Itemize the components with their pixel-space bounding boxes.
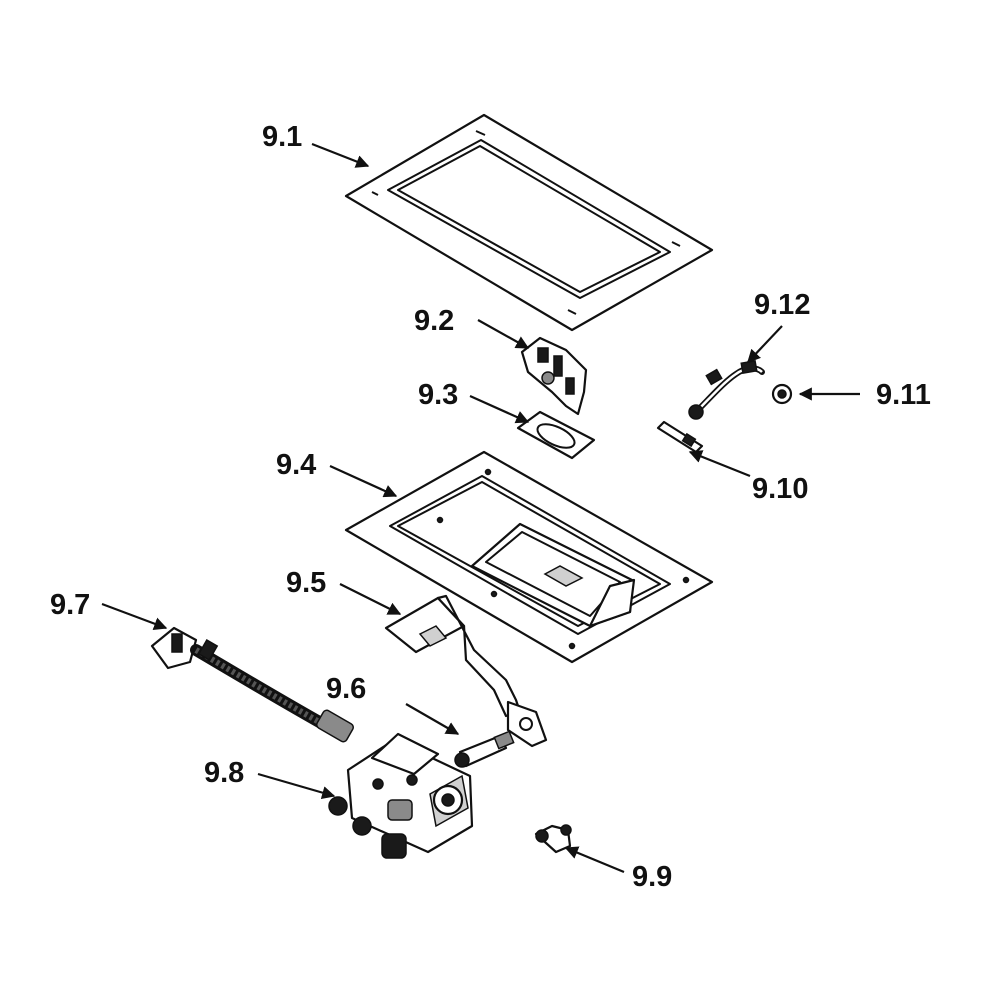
callout-9-11: 9.11 — [876, 379, 931, 411]
leader-9-8 — [257, 772, 336, 800]
leader-9-2 — [477, 319, 530, 349]
callout-9-5: 9.5 — [286, 567, 326, 599]
part-9-9-elbow — [534, 824, 572, 854]
part-9-2-pilot-assembly — [520, 336, 588, 416]
part-9-7-flex-line — [150, 626, 355, 743]
callout-9-8: 9.8 — [204, 757, 244, 789]
part-9-11-orifice — [771, 383, 793, 405]
part-9-8-gas-valve — [328, 732, 474, 859]
callout-labels: 9.1 9.2 9.3 9.4 9.5 9.6 9.7 9.8 9.9 9.10… — [50, 121, 931, 893]
leader-9-4 — [329, 464, 398, 498]
part-9-4-burner-plate — [344, 450, 714, 664]
callout-9-10: 9.10 — [752, 473, 808, 505]
callout-9-2: 9.2 — [414, 305, 454, 337]
part-9-6-fitting — [454, 730, 515, 768]
callout-9-1: 9.1 — [262, 121, 302, 153]
callout-9-4: 9.4 — [276, 449, 316, 481]
callout-9-7: 9.7 — [50, 589, 90, 621]
leader-9-10 — [688, 450, 751, 478]
callout-9-6: 9.6 — [326, 673, 366, 705]
part-9-10-igniter — [656, 420, 704, 454]
callout-9-9: 9.9 — [632, 861, 672, 893]
leader-9-3 — [469, 394, 530, 424]
part-9-5-bracket — [384, 594, 548, 748]
part-9-12-pilot-tube — [688, 359, 765, 420]
leader-9-9 — [564, 846, 625, 874]
leader-9-7 — [101, 602, 168, 631]
leader-9-6 — [405, 703, 460, 735]
part-9-3-pilot-gasket — [516, 410, 596, 460]
callout-9-12: 9.12 — [754, 289, 810, 321]
leader-9-1 — [311, 142, 370, 168]
callout-9-3: 9.3 — [418, 379, 458, 411]
leader-9-5 — [339, 583, 402, 615]
leader-9-12 — [747, 325, 783, 363]
part-9-1-gasket — [344, 113, 714, 332]
leader-lines — [101, 142, 860, 874]
